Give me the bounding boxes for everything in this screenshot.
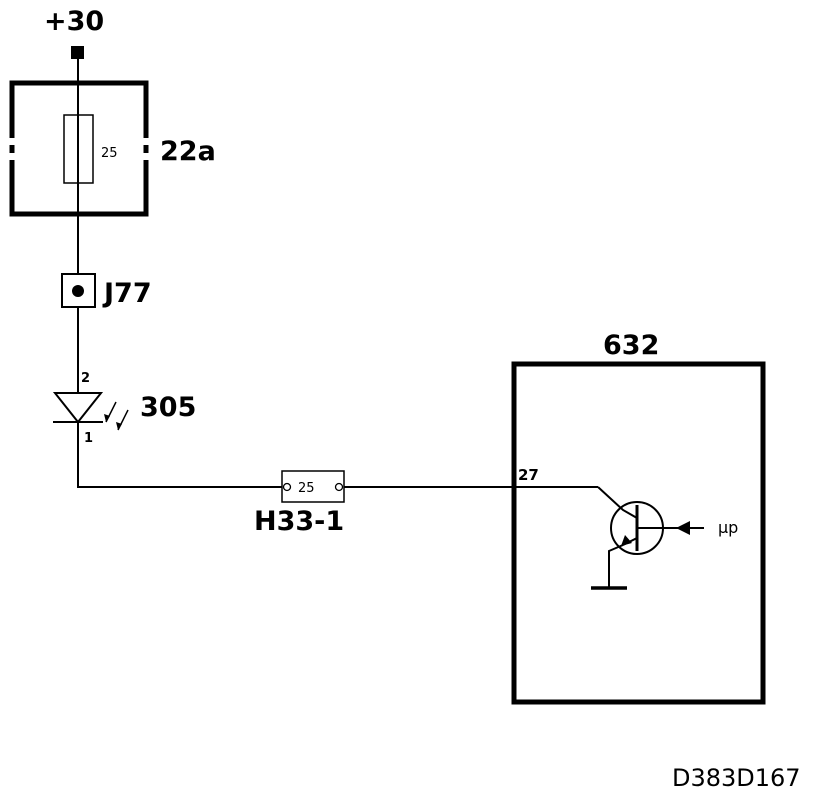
module-label: 632 <box>603 330 659 361</box>
led-305: 2 1 <box>52 371 129 446</box>
light-emission-arrows-icon <box>104 401 129 431</box>
led-to-terminal-wire <box>77 422 282 488</box>
connector-dot-icon <box>72 285 84 297</box>
transistor-icon <box>591 486 704 590</box>
led-pin-top: 2 <box>81 371 90 386</box>
led-label: 305 <box>140 392 196 423</box>
led-pin-bottom: 1 <box>84 431 93 446</box>
drawing-code: D383D167 <box>672 764 801 792</box>
supply-terminal <box>71 46 84 59</box>
terminal-label: H33-1 <box>254 506 344 537</box>
connector-j77 <box>61 273 96 308</box>
terminal-h33: 25 <box>281 470 345 503</box>
fuse-label: 22a <box>160 136 216 167</box>
module-pin: 27 <box>518 466 539 484</box>
terminal-value: 25 <box>298 481 315 496</box>
fuse-rating: 25 <box>101 146 118 161</box>
led-triangle-icon <box>52 392 104 424</box>
module-input-label: μp <box>718 518 738 537</box>
connector-label: J77 <box>102 278 152 309</box>
supply-label: +30 <box>44 6 104 37</box>
module-box <box>511 361 766 705</box>
fuse-box: 25 <box>9 80 149 217</box>
input-arrow-icon <box>676 521 690 535</box>
